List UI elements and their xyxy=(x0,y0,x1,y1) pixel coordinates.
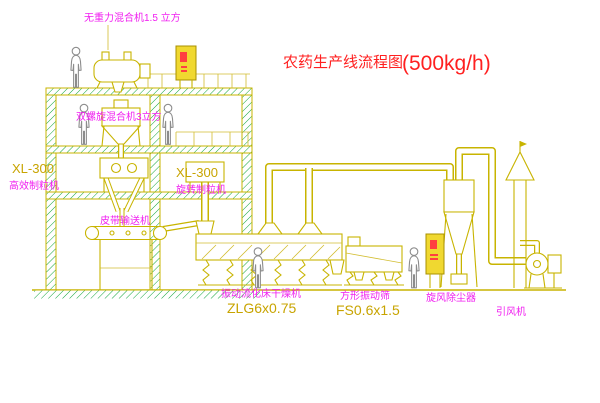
label-mixer-floor2: 双螺旋混合机3立方 xyxy=(76,110,162,123)
granulator-center xyxy=(185,161,225,235)
person-figure-floor2-left xyxy=(78,103,90,145)
control-cabinet-right xyxy=(425,233,445,288)
granulator-left xyxy=(99,157,149,192)
diagram-title-capacity: (500kg/h) xyxy=(402,52,491,75)
railing-floor2 xyxy=(175,131,250,146)
diagram-labels: 无重力混合机1.5 立方 农药生产线流程图 (500kg/h) 双螺旋混合机3立… xyxy=(9,11,526,318)
ground-line xyxy=(32,289,566,299)
control-cabinet-top xyxy=(175,45,197,88)
label-screen-name: 方形振动筛 xyxy=(340,289,390,302)
pipework xyxy=(103,144,540,274)
label-granulator-center-model: XL-300 xyxy=(176,165,218,180)
label-granulator-center-name: 旋转制粒机 xyxy=(176,183,226,196)
induced-draft-fan xyxy=(524,252,562,289)
vibrating-screen xyxy=(344,236,404,286)
person-figure-floor2-right xyxy=(162,103,174,145)
label-dryer-model: ZLG6x0.75 xyxy=(227,300,296,316)
building-structure xyxy=(45,73,253,291)
label-fan: 引风机 xyxy=(496,305,526,318)
person-figure-top xyxy=(70,46,82,88)
label-dryer-name: 振动流化床干燥机 xyxy=(221,287,301,300)
railing-top xyxy=(147,73,250,88)
gravity-free-mixer xyxy=(93,25,151,93)
label-granulator-left-name: 高效制粒机 xyxy=(9,179,59,192)
label-granulator-left-model: XL-300 xyxy=(12,161,54,176)
double-screw-mixer xyxy=(100,99,142,147)
diagram-title: 农药生产线流程图 xyxy=(283,54,403,71)
label-mixer-top: 无重力混合机1.5 立方 xyxy=(84,11,181,24)
fluid-bed-dryer xyxy=(195,222,345,286)
label-cyclone: 旋风除尘器 xyxy=(426,291,476,304)
belt-conveyor xyxy=(84,225,168,290)
person-figure-ground-right xyxy=(408,247,420,289)
exhaust-stack xyxy=(505,141,535,288)
person-figure-ground-left xyxy=(252,247,264,289)
label-screen-model: FS0.6x1.5 xyxy=(336,302,400,318)
label-belt-conveyor: 皮带输送机 xyxy=(100,214,150,227)
